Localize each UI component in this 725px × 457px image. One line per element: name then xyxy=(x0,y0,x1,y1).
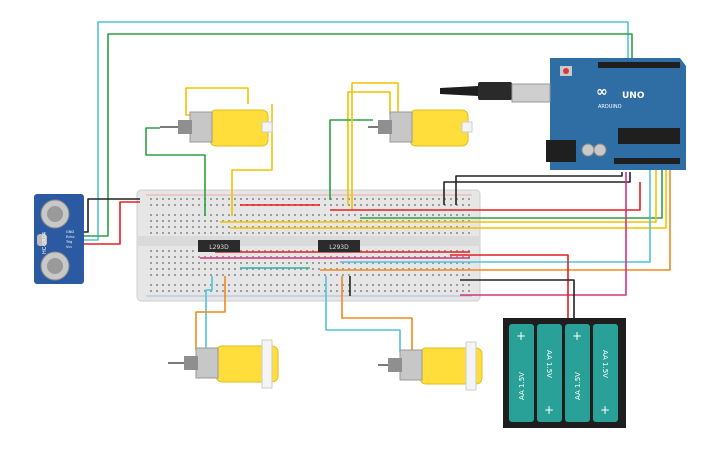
wire-yellow-m1b xyxy=(231,104,273,216)
sensor-crystal xyxy=(37,234,47,246)
arduino-model: UNO xyxy=(622,91,645,101)
wire-black-arduino xyxy=(443,172,631,205)
wire-green-m2 xyxy=(329,119,373,200)
battery-pack[interactable]: + AA 1.5V + AA 1.5V + AA 1.5V + AA 1.5V xyxy=(503,318,626,428)
wire-cyan-m4 xyxy=(325,276,401,352)
wire-red-battery xyxy=(450,254,569,320)
arduino-uno[interactable]: ∞ ARDUINO UNO xyxy=(440,58,686,170)
wire-yellow-m1 xyxy=(185,87,249,116)
breadboard-holes xyxy=(150,198,470,292)
battery-cell-2: + AA 1.5V xyxy=(537,324,562,422)
driver-chip-2-label: L293D xyxy=(329,244,349,251)
sensor-pin-0: GND xyxy=(66,230,74,234)
battery-cell-2-label: AA 1.5V xyxy=(545,350,553,378)
battery-cell-4-label: AA 1.5V xyxy=(601,350,609,378)
battery-cell-3: + AA 1.5V xyxy=(565,324,590,422)
sensor-pin-1: Echo xyxy=(66,235,75,239)
breadboard[interactable] xyxy=(136,189,481,302)
power-header xyxy=(614,158,680,164)
microcontroller-chip xyxy=(618,128,680,144)
battery-cell-3-label: AA 1.5V xyxy=(574,372,582,400)
power-jack xyxy=(546,140,576,162)
battery-plus-1: + xyxy=(516,329,526,343)
digital-header xyxy=(598,62,680,68)
wire-red-top xyxy=(330,182,641,211)
wire-yellow-m2 xyxy=(347,91,391,205)
wire-magenta-sig xyxy=(460,172,627,296)
battery-cell-1: + AA 1.5V xyxy=(509,324,534,422)
motor-3[interactable] xyxy=(168,339,279,389)
sensor-pin-3: Vcc xyxy=(66,245,72,249)
wire-green-m1 xyxy=(145,127,206,216)
usb-connector xyxy=(511,83,551,103)
usb-cable-plug xyxy=(478,82,512,100)
wire-black-sensor xyxy=(84,198,140,233)
wire-green-sensor xyxy=(84,33,633,237)
arduino-logo: ∞ xyxy=(596,84,608,100)
sensor-pin-2: Trig xyxy=(65,240,72,244)
battery-plus-2: + xyxy=(544,403,554,417)
wire-black-arduino2 xyxy=(455,172,623,205)
arduino-brand: ARDUINO xyxy=(598,104,622,110)
battery-cell-1-label: AA 1.5V xyxy=(518,372,526,400)
wire-orange-m3 xyxy=(195,276,226,350)
wire-orange-m4 xyxy=(341,276,413,352)
wire-black-battery xyxy=(460,279,575,320)
motor-1[interactable] xyxy=(160,109,273,147)
motor-2[interactable] xyxy=(368,109,473,147)
wire-red-sensor xyxy=(84,201,140,245)
driver-chip-2[interactable]: L293D xyxy=(318,240,360,252)
ultrasonic-sensor[interactable]: HC-SR04 GND Echo Trig Vcc xyxy=(34,194,84,284)
wire-yellow-m2b xyxy=(351,82,399,210)
battery-cell-4: + AA 1.5V xyxy=(593,324,618,422)
driver-chip-1[interactable]: L293D xyxy=(198,240,240,252)
wire-cyan-m3 xyxy=(205,276,213,350)
motor-4[interactable] xyxy=(378,341,483,391)
wire-cyan-sensor xyxy=(84,21,629,241)
sensor-model: HC-SR04 xyxy=(42,232,48,254)
battery-plus-4: + xyxy=(600,403,610,417)
driver-chip-1-label: L293D xyxy=(209,244,229,251)
battery-plus-3: + xyxy=(572,329,582,343)
